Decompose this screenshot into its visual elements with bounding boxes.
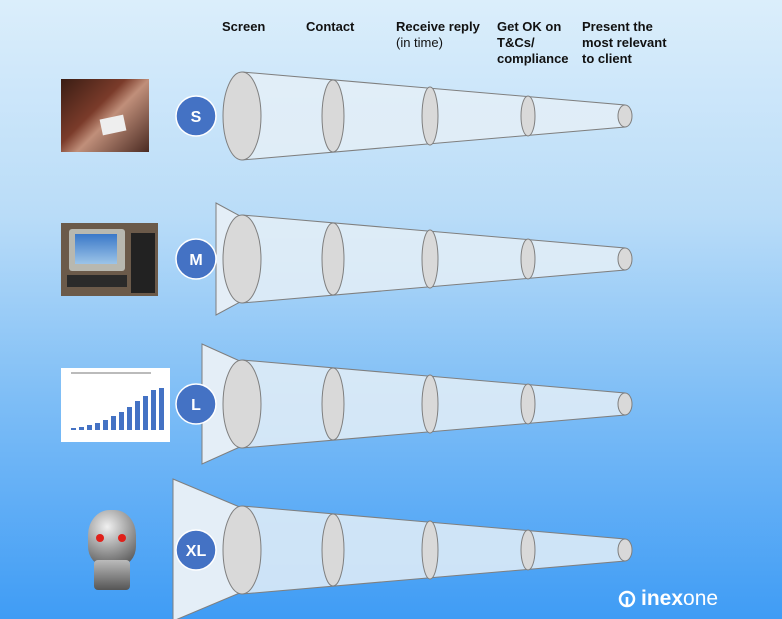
- stage-header-get-ok: Get OK on T&Cs/ compliance: [497, 19, 569, 66]
- row-image-s: [61, 79, 149, 152]
- stage-ellipse-4: [520, 383, 536, 425]
- row-image-m: [61, 223, 158, 296]
- stage-ellipse-2: [321, 222, 345, 296]
- size-badge: [175, 238, 217, 280]
- stage-ellipse-2: [321, 79, 345, 153]
- stage-ellipse-4: [520, 529, 536, 571]
- stage-ellipse-1: [222, 214, 262, 304]
- stage-ellipse-3: [421, 229, 439, 289]
- funnel-row-m: M: [175, 202, 633, 316]
- stage-ellipse-2: [321, 513, 345, 587]
- stage-ellipse-5: [617, 247, 633, 271]
- logo-text-bold: inex: [641, 587, 684, 610]
- stage-ellipse-3: [421, 374, 439, 434]
- row-image-xl: [82, 508, 144, 596]
- business-card: [99, 114, 127, 136]
- stage-ellipse-1: [222, 505, 262, 595]
- stage-ellipse-5: [617, 392, 633, 416]
- funnel-row-l: L: [175, 343, 633, 465]
- size-badge-label: XL: [186, 543, 207, 560]
- size-badge: [175, 95, 217, 137]
- stage-ellipse-2: [321, 367, 345, 441]
- size-badge-label: L: [191, 397, 201, 414]
- size-badge-label: S: [191, 109, 202, 126]
- size-badge-label: M: [189, 252, 202, 269]
- stage-ellipse-3: [421, 86, 439, 146]
- stage-header-receive-reply: Receive reply(in time): [396, 19, 480, 51]
- size-badge: [175, 529, 217, 571]
- stage-label: Receive reply: [396, 19, 480, 34]
- stage-ellipse-1: [222, 71, 262, 161]
- chart-thumbnail: [71, 372, 164, 430]
- stage-ellipse-3: [421, 520, 439, 580]
- stage-ellipse-5: [617, 104, 633, 128]
- stage-ellipse-5: [617, 538, 633, 562]
- size-badge: [175, 383, 217, 425]
- stage-ellipse-4: [520, 238, 536, 280]
- stage-ellipse-1: [222, 359, 262, 449]
- stage-ellipse-4: [520, 95, 536, 137]
- row-image-l: [61, 368, 170, 442]
- funnel-row-xl: XL: [172, 478, 633, 619]
- logo-text-light: one: [683, 587, 719, 610]
- stage-header-contact: Contact: [306, 19, 355, 34]
- logo-icon: [618, 590, 636, 608]
- stage-header-screen: Screen: [222, 19, 266, 34]
- inexone-logo: inexone: [618, 587, 718, 611]
- stage-header-present: Present the most relevant to client: [582, 19, 667, 66]
- stage-sublabel: (in time): [396, 35, 443, 50]
- funnel-row-s: S: [175, 71, 633, 161]
